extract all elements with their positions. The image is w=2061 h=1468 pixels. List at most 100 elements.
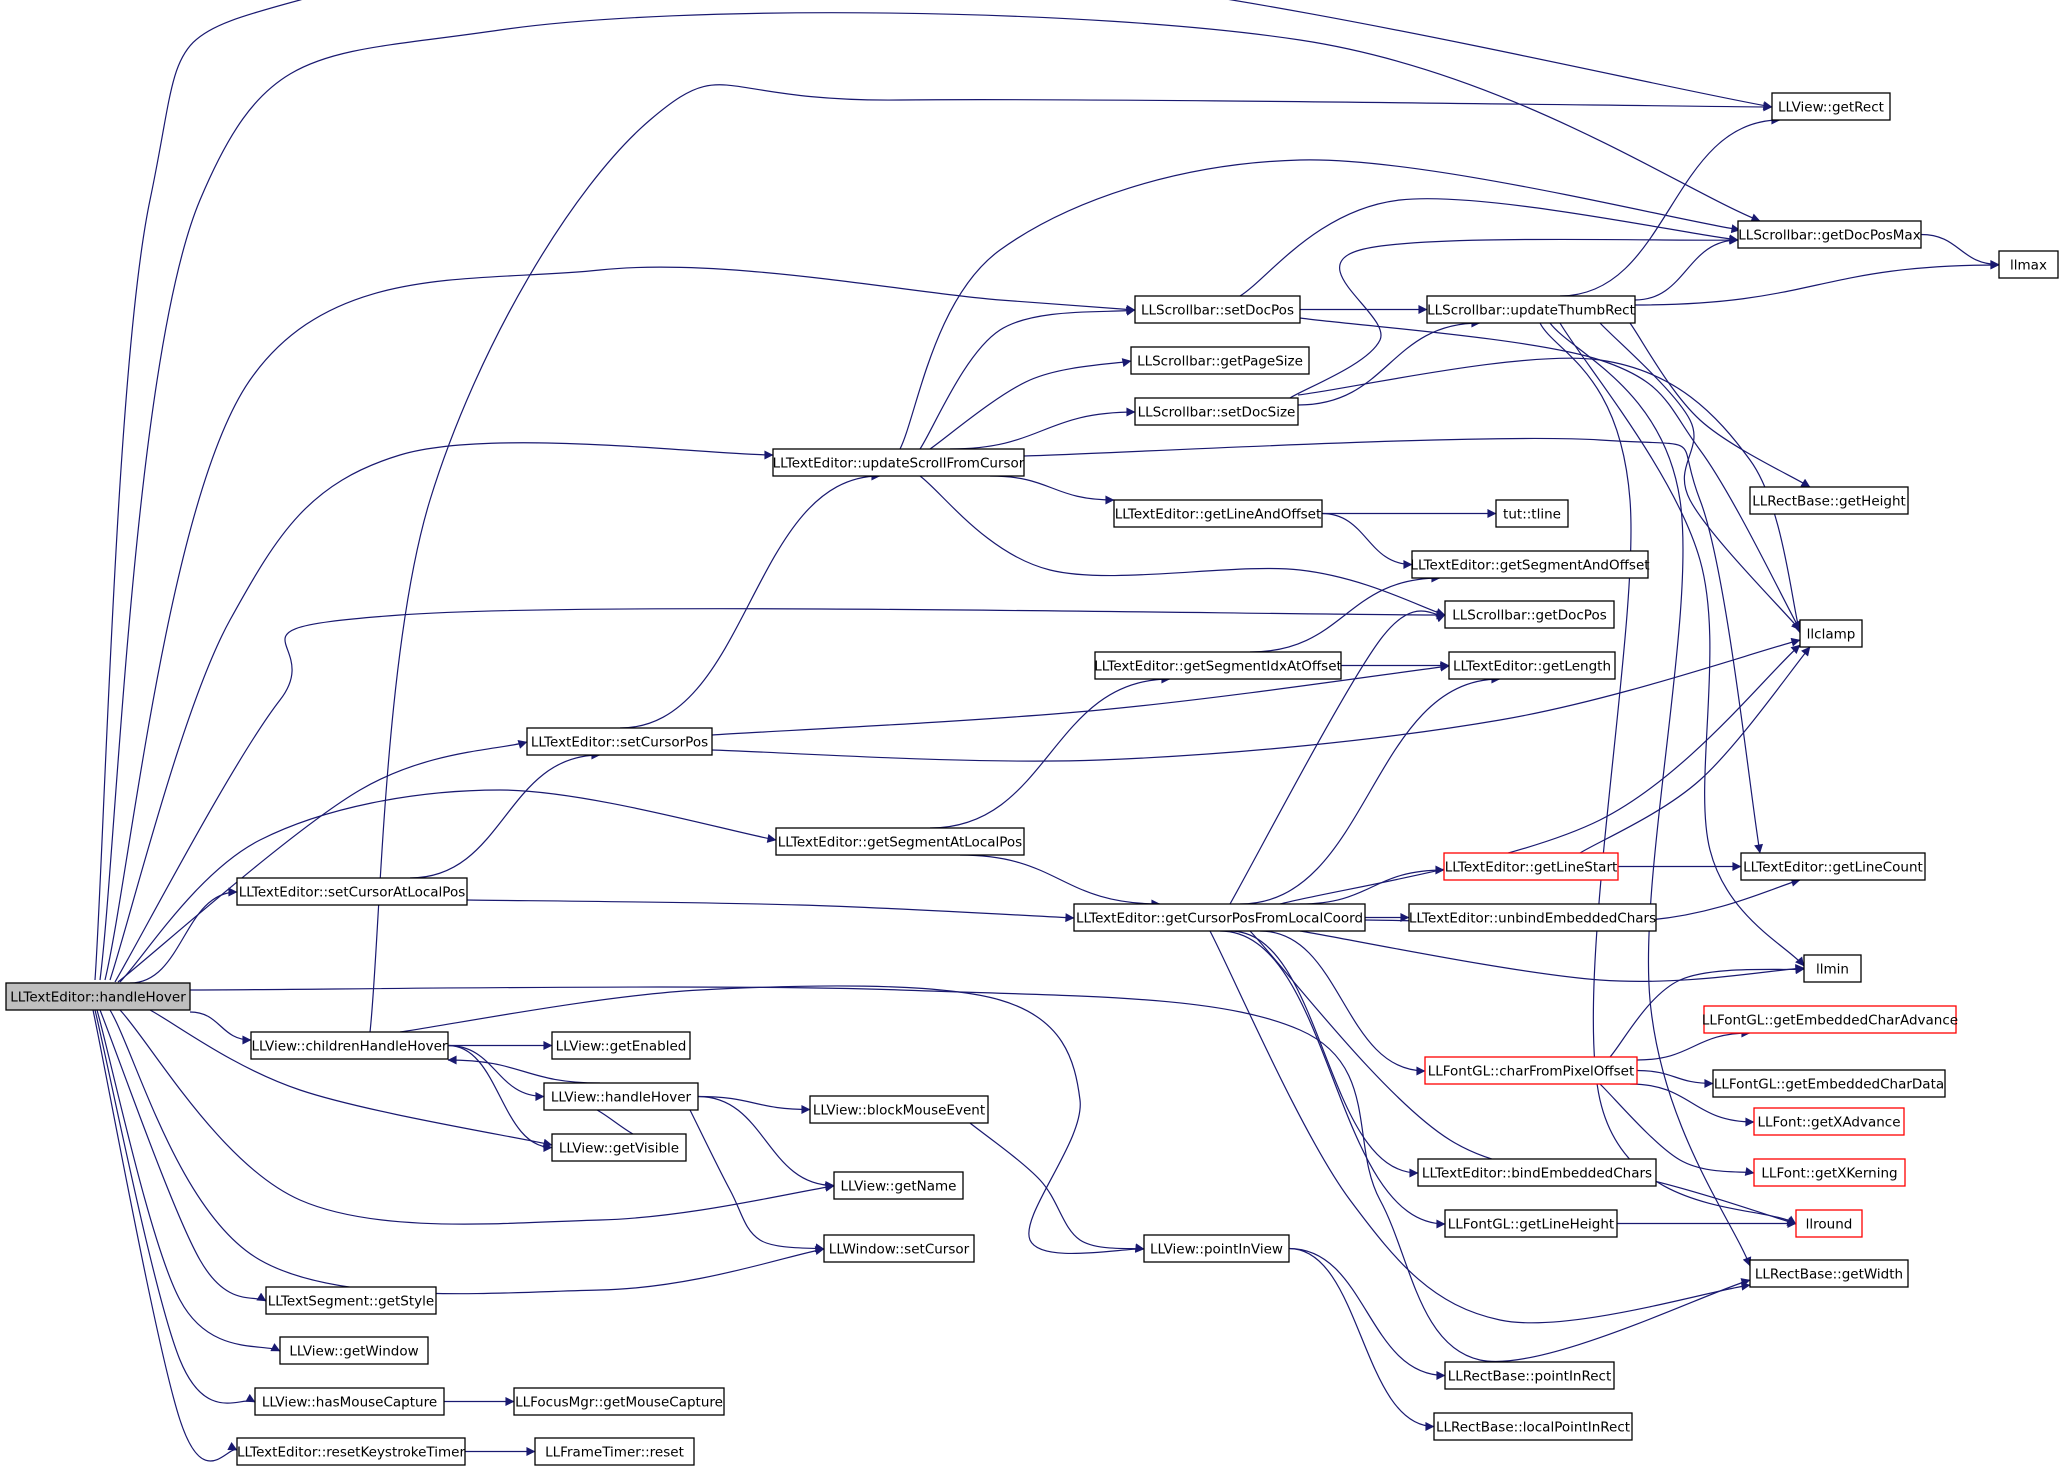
call-edge-getSegIdx-to-getSegmentAndOffset: [1249, 573, 1441, 653]
node-bind[interactable]: LLTextEditor::bindEmbeddedChars: [1417, 1158, 1657, 1187]
node-box: [1411, 550, 1649, 579]
call-edge-updateScroll-to-getPageSize: [929, 358, 1132, 450]
node-getLineAndOffset[interactable]: LLTextEditor::getLineAndOffset: [1113, 499, 1323, 528]
node-box: [1443, 852, 1619, 881]
node-llmax[interactable]: llmax: [1998, 250, 2059, 279]
node-label: LLTextEditor::handleHover: [10, 990, 186, 1006]
node-label: LLView::getVisible: [559, 1141, 679, 1157]
node-getXKerning[interactable]: LLFont::getXKerning: [1753, 1158, 1906, 1187]
node-getWindow[interactable]: LLView::getWindow: [279, 1336, 429, 1365]
call-edge-updateThumbRect-to-llmin: [1559, 322, 1805, 967]
node-setCursorPos[interactable]: LLTextEditor::setCursorPos: [526, 727, 713, 756]
node-setCursor[interactable]: LLWindow::setCursor: [823, 1234, 975, 1263]
node-tline[interactable]: tut::tline: [1495, 499, 1569, 528]
node-llclamp[interactable]: llclamp: [1799, 619, 1863, 648]
node-setDocPos[interactable]: LLScrollbar::setDocPos: [1134, 295, 1301, 324]
call-edge-root-to-getName: [119, 1009, 835, 1225]
node-resetKeystroke[interactable]: LLTextEditor::resetKeystrokeTimer: [236, 1437, 466, 1466]
call-edge-handleHover-to-getName: [697, 1095, 835, 1190]
node-box: [1444, 1361, 1615, 1390]
node-getEmbData[interactable]: LLFontGL::getEmbeddedCharData: [1712, 1069, 1946, 1098]
node-getStyle[interactable]: LLTextSegment::getStyle: [265, 1286, 437, 1315]
node-getXAdvance[interactable]: LLFont::getXAdvance: [1753, 1107, 1905, 1136]
node-setDocSize[interactable]: LLScrollbar::setDocSize: [1134, 397, 1299, 426]
node-llround[interactable]: llround: [1795, 1209, 1863, 1238]
call-edge-getCursorPos-to-bind: [1229, 930, 1419, 1178]
node-getRect[interactable]: LLView::getRect: [1771, 92, 1891, 121]
node-getWidth[interactable]: LLRectBase::getWidth: [1749, 1259, 1909, 1288]
node-handleHover[interactable]: LLView::handleHover: [543, 1082, 699, 1111]
node-label: LLView::getWindow: [289, 1344, 418, 1360]
node-getCursorPos[interactable]: LLTextEditor::getCursorPosFromLocalCoord: [1073, 903, 1366, 932]
node-box: [1433, 1412, 1633, 1441]
node-charFromPixel[interactable]: LLFontGL::charFromPixelOffset: [1424, 1056, 1638, 1085]
call-edge-updateScroll-to-getLineAndOffset: [989, 475, 1115, 505]
node-label: LLView::getEnabled: [556, 1039, 687, 1055]
node-getLineStart[interactable]: LLTextEditor::getLineStart: [1443, 852, 1619, 881]
node-updateThumbRect[interactable]: LLScrollbar::updateThumbRect: [1426, 295, 1636, 324]
node-getEmbAdvance[interactable]: LLFontGL::getEmbeddedCharAdvance: [1702, 1005, 1958, 1034]
node-getLength[interactable]: LLTextEditor::getLength: [1448, 651, 1616, 680]
node-label: LLTextEditor::getLength: [1453, 659, 1611, 675]
node-getDocPos[interactable]: LLScrollbar::getDocPos: [1444, 600, 1615, 629]
node-label: LLScrollbar::getDocPos: [1452, 608, 1607, 624]
call-edge-getCursorPos-to-getLineHeight: [1219, 930, 1446, 1229]
node-unbind[interactable]: LLTextEditor::unbindEmbeddedChars: [1408, 903, 1657, 932]
node-label: LLFontGL::getLineHeight: [1448, 1217, 1614, 1233]
node-box: [254, 1387, 445, 1416]
function-nodes: LLTextEditor::handleHover LLView::getRect…: [5, 92, 2059, 1466]
node-label: LLTextEditor::bindEmbeddedChars: [1422, 1166, 1652, 1182]
node-getLineCount[interactable]: LLTextEditor::getLineCount: [1740, 852, 1926, 881]
node-getMouseCapture[interactable]: LLFocusMgr::getMouseCapture: [513, 1387, 725, 1416]
call-edge-setDocPos-to-getDocPosMax: [1239, 198, 1739, 297]
node-blockMouse[interactable]: LLView::blockMouseEvent: [809, 1095, 989, 1124]
node-root[interactable]: LLTextEditor::handleHover: [5, 982, 191, 1011]
node-label: LLScrollbar::setDocPos: [1141, 303, 1294, 319]
call-edge-getCursorPos-to-getLength: [1239, 674, 1501, 905]
node-frameReset[interactable]: LLFrameTimer::reset: [534, 1437, 695, 1466]
node-getDocPosMax[interactable]: LLScrollbar::getDocPosMax: [1737, 220, 1922, 249]
node-getLineHeight[interactable]: LLFontGL::getLineHeight: [1444, 1209, 1618, 1238]
node-label: LLWindow::setCursor: [829, 1242, 970, 1258]
node-setCursorAtLocal[interactable]: LLTextEditor::setCursorAtLocalPos: [236, 877, 468, 906]
node-getSegmentAndOffset[interactable]: LLTextEditor::getSegmentAndOffset: [1410, 550, 1650, 579]
node-box: [1753, 1158, 1906, 1187]
node-pointInRect[interactable]: LLRectBase::pointInRect: [1444, 1361, 1615, 1390]
call-edge-childrenHover-to-getVisible: [447, 1044, 553, 1152]
node-getHeight[interactable]: LLRectBase::getHeight: [1749, 486, 1909, 515]
node-box: [1113, 499, 1323, 528]
node-box: [250, 1031, 449, 1060]
node-pointInView[interactable]: LLView::pointInView: [1143, 1234, 1290, 1263]
node-getVisible[interactable]: LLView::getVisible: [551, 1133, 687, 1162]
node-getEnabled[interactable]: LLView::getEnabled: [551, 1031, 691, 1060]
node-label: LLFontGL::getEmbeddedCharAdvance: [1702, 1013, 1958, 1029]
node-box: [1495, 499, 1569, 528]
node-label: LLRectBase::getWidth: [1755, 1267, 1903, 1283]
node-getSegAtLocal[interactable]: LLTextEditor::getSegmentAtLocalPos: [775, 827, 1025, 856]
call-edge-setDocSize-to-getDocPosMax: [1289, 235, 1739, 399]
node-childrenHover[interactable]: LLView::childrenHandleHover: [250, 1031, 449, 1060]
node-getSegIdx[interactable]: LLTextEditor::getSegmentIdxAtOffset: [1094, 651, 1342, 680]
node-localPointInRect[interactable]: LLRectBase::localPointInRect: [1433, 1412, 1633, 1441]
node-box: [236, 877, 468, 906]
call-edge-setCursorAtLocal-to-setCursorPos: [409, 750, 601, 879]
call-edge-handleHover-to-childrenHover: [447, 1055, 601, 1084]
call-edge-root-to-setCursor: [109, 1009, 825, 1295]
call-edge-root-to-getSegAtLocal: [119, 789, 777, 983]
node-box: [1799, 619, 1863, 648]
call-edges: [92, 0, 2000, 1462]
node-getPageSize[interactable]: LLScrollbar::getPageSize: [1130, 346, 1310, 375]
node-getName[interactable]: LLView::getName: [833, 1171, 964, 1200]
call-edge-getCursorPos-to-getDocPos: [1229, 610, 1446, 905]
node-hasMouseCapture[interactable]: LLView::hasMouseCapture: [254, 1387, 445, 1416]
node-label: LLRectBase::getHeight: [1752, 494, 1906, 510]
call-edge-getCursorPos-to-getLineStart: [1299, 865, 1445, 905]
call-edge-updateThumbRect-to-llmax: [1634, 260, 2000, 306]
node-llmin[interactable]: llmin: [1803, 954, 1862, 983]
node-updateScroll[interactable]: LLTextEditor::updateScrollFromCursor: [772, 448, 1025, 477]
node-label: LLTextEditor::getSegmentAndOffset: [1410, 558, 1649, 574]
node-box: [1703, 1005, 1957, 1034]
node-box: [1448, 651, 1616, 680]
node-label: LLTextEditor::getSegmentAtLocalPos: [778, 835, 1022, 851]
node-box: [1998, 250, 2059, 279]
